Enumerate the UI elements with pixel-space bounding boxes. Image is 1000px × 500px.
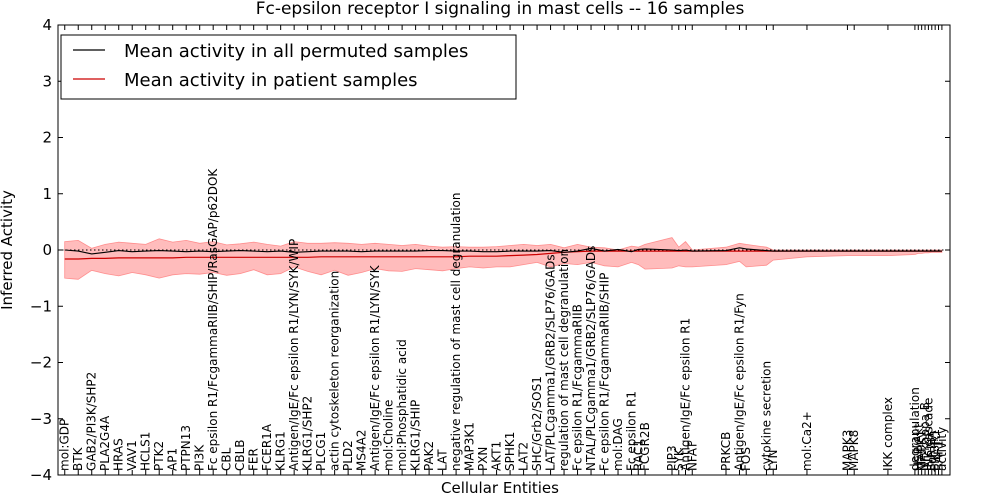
- x-tick-label: NTAL/PLCgamma1/GRB2/SLP76/GADs: [584, 246, 598, 471]
- y-axis: −4 −3 −2 −1 0 1 2 3 4: [30, 16, 950, 484]
- x-tick-label: JNK cascade: [921, 398, 935, 472]
- x-tick-label: IKK complex: [881, 397, 895, 471]
- x-tick-label: RAF1: [932, 440, 946, 471]
- x-tick-label: FCER1A: [260, 423, 274, 471]
- x-tick-label: mol:Phosphatidic acid: [395, 339, 409, 471]
- x-tick-label: activity: [935, 427, 949, 471]
- x-tick-label: KLRG1: [274, 431, 288, 471]
- x-tick-label: LYN: [766, 450, 780, 471]
- x-tick-label: Antigen/IgE/Fc epsilon R1/LYN/SYK: [368, 264, 382, 471]
- y-tick-label: −1: [30, 297, 52, 315]
- x-tick-label: SHC/Grb2/SOS1: [530, 376, 544, 471]
- x-tick-label: MAPK1: [915, 430, 929, 471]
- x-tick-label: mol:Choline: [382, 400, 396, 471]
- x-tick-label: PTPN13: [179, 425, 193, 471]
- x-tick-label: HRAS: [112, 438, 126, 471]
- x-tick-label: actin cytoskeleton reorganization: [328, 271, 342, 471]
- x-tick-label: AKT1: [490, 441, 504, 471]
- y-axis-label: Inferred Activity: [0, 190, 16, 310]
- x-tick-label: MAP3K1: [463, 422, 477, 471]
- x-tick-label: PXN: [476, 447, 490, 471]
- x-tick-label: CBL: [220, 447, 234, 471]
- x-tick-label: CBLB: [233, 439, 247, 471]
- x-tick-label: PIP3: [665, 445, 679, 471]
- x-tick-label: FOS: [739, 447, 753, 471]
- y-tick-label: 1: [42, 185, 52, 203]
- x-tick-label: HCLS1: [139, 432, 153, 471]
- x-tick-label: MAPK8: [847, 430, 861, 471]
- x-tick-label: KLRG1/SHIP: [409, 400, 423, 471]
- permuted-mean-line: [64, 247, 942, 255]
- y-tick-label: 2: [42, 129, 52, 147]
- x-tick-label: RAC1: [631, 439, 645, 471]
- x-tick-label: HSP/Akt: [911, 423, 925, 471]
- x-tick-label: GAB2/PI3K/SHP2: [85, 372, 99, 471]
- x-tick-label: FCGR2B: [638, 422, 652, 471]
- x-tick-label: LAT/PLCgamma1/GRB2/SLP76/GADs: [544, 254, 558, 471]
- x-tick-label: FER: [247, 448, 261, 471]
- x-tick-label: PRKCB: [719, 432, 733, 471]
- x-tick-label: PTK2: [152, 441, 166, 471]
- x-tick-label: PLD2: [341, 440, 355, 471]
- x-tick-label: KLRG1/SHP2: [301, 396, 315, 471]
- x-tick-label: PAK2: [422, 441, 436, 471]
- x-tick-label: MAPK3: [840, 430, 854, 471]
- x-tick-label: Antigen/IgE/Fc epsilon R1: [679, 318, 693, 471]
- legend: Mean activity in all permuted samples Me…: [60, 34, 517, 100]
- x-tick-label: PLCG1: [314, 432, 328, 471]
- y-tick-label: −4: [30, 466, 52, 484]
- y-tick-label: −3: [30, 410, 52, 428]
- x-tick-label: Antigen/IgE/Fc epsilon R1/LYN/SYK/WIP: [287, 239, 301, 471]
- chart-title: Fc-epsilon receptor I signaling in mast …: [256, 0, 745, 19]
- chart-title-text: Fc-epsilon receptor I signaling in mast …: [256, 0, 745, 19]
- x-tick-label: SPHK1: [503, 432, 517, 471]
- x-tick-label: AP1: [166, 448, 180, 471]
- x-tick-label: VAV1: [125, 440, 139, 471]
- x-tick-label: Antigen/IgE/Fc epsilon R1/Fyn: [733, 293, 747, 471]
- x-tick-label: mol:Ca2+: [800, 411, 814, 471]
- x-tick-label: mol:DAG: [611, 418, 625, 471]
- x-tick-label: PI3K: [193, 444, 207, 471]
- x-tick-label: PLA2G4A: [98, 415, 112, 471]
- x-tick-label: negative regulation of mast cell degranu…: [449, 192, 463, 471]
- x-tick-label: MS4A2: [355, 430, 369, 471]
- legend-label-permuted: Mean activity in all permuted samples: [124, 41, 468, 62]
- legend-label-patient: Mean activity in patient samples: [124, 70, 418, 91]
- x-tick-label: NFAT: [685, 441, 699, 471]
- x-tick-label: LAT: [436, 449, 450, 471]
- x-tick-label: regulation of mast cell degranulation: [557, 249, 571, 471]
- x-tick-label: Fc epsilon R1: [625, 391, 639, 471]
- x-tick-label: Fc epsilon R1/FcgammaRIIB/SHIP: [598, 273, 612, 471]
- plot-area: [58, 237, 950, 280]
- y-tick-label: −2: [30, 354, 52, 372]
- x-tick-label: degranulation: [908, 387, 922, 471]
- y-tick-label: 3: [42, 72, 52, 90]
- x-tick-label: cytokine secretion: [760, 361, 774, 471]
- x-tick-label: NF-kappa B: [918, 402, 932, 471]
- patient-confidence-band: [64, 237, 943, 280]
- x-tick-label: SYK: [672, 447, 686, 471]
- x-tick-label: LAT2: [517, 442, 531, 471]
- y-tick-label: 4: [42, 16, 52, 34]
- x-tick-label: Fc epsilon R1/FcgammaRIIB: [571, 304, 585, 471]
- x-tick-label: PIK3R1: [928, 429, 942, 471]
- legend-box: [60, 34, 517, 100]
- x-tick-label: Fc epsilon R1/FcgammaRIIB/SHIP/RasGAP/p6…: [206, 168, 220, 471]
- x-axis-label: Cellular Entities: [441, 479, 559, 497]
- x-tick-label: BTK: [71, 446, 85, 471]
- plot-frame: [57, 24, 951, 476]
- x-tick-label: FcRIIIA: [925, 430, 939, 471]
- y-tick-label: 0: [42, 241, 52, 259]
- x-tick-label: mol:GDP: [58, 419, 72, 471]
